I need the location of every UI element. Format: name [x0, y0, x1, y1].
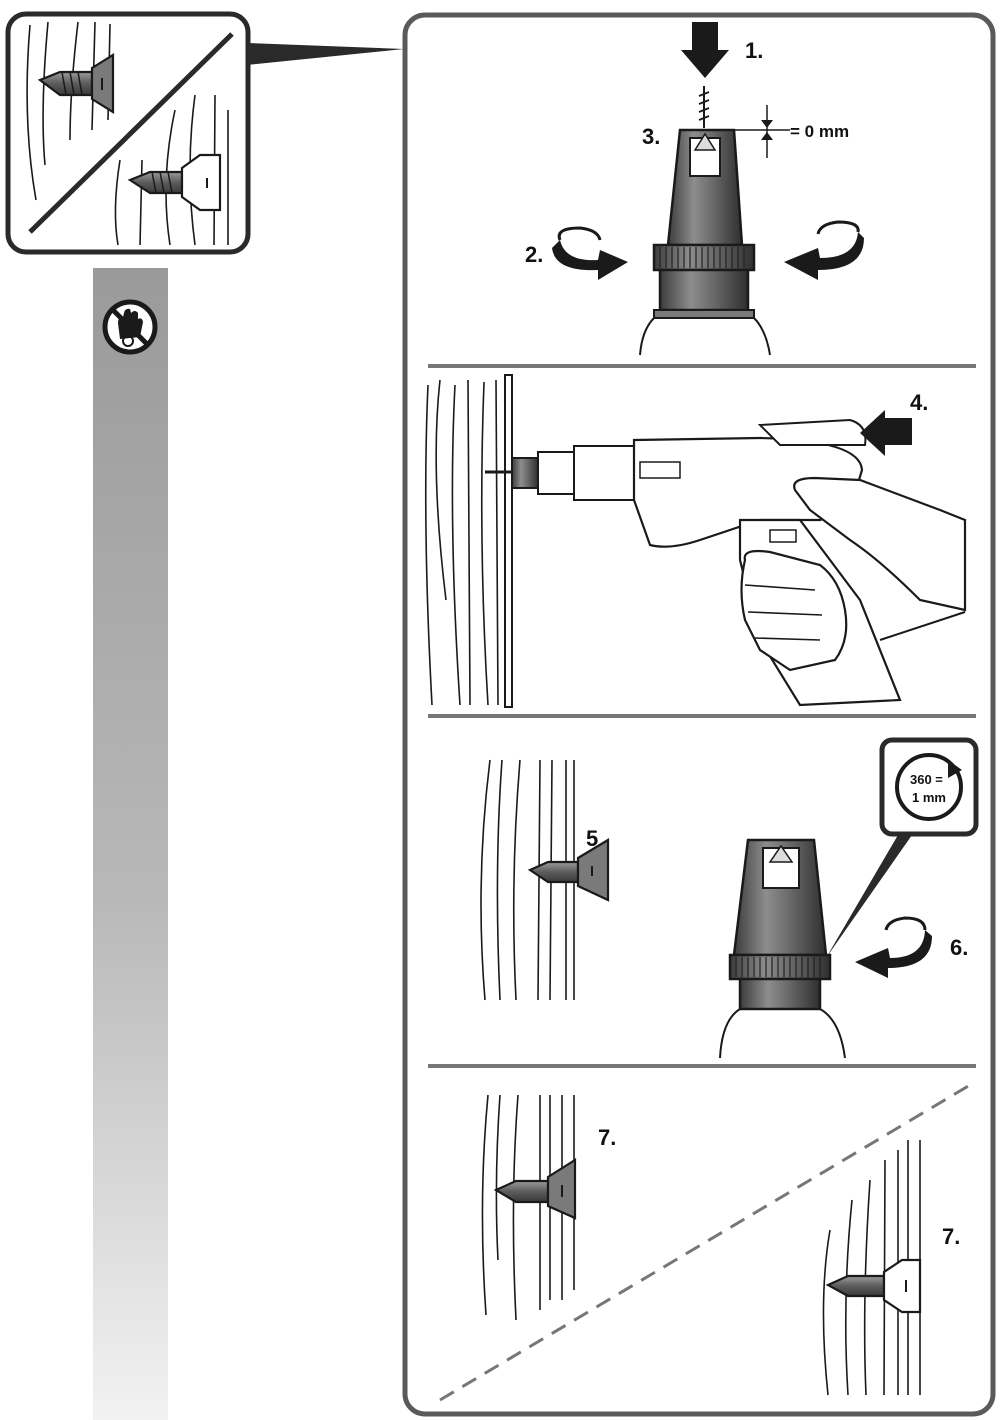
screw-protruding-icon	[825, 1258, 922, 1314]
panel-screwdriving: 4.	[424, 374, 967, 708]
result-divider-dashed	[439, 1080, 976, 1402]
panel-readjust: 5 360 = 1 mm 6.	[480, 737, 979, 1059]
rotation-line-1: 360 =	[910, 772, 943, 787]
side-gradient-strip	[93, 268, 168, 1420]
no-gloves-prohibition-icon	[102, 299, 158, 355]
inset-divider	[28, 32, 234, 234]
hand-lower	[740, 549, 848, 672]
step-5-label: 5	[586, 826, 598, 851]
screw-flush-icon	[37, 53, 115, 114]
screw-protruding-icon	[127, 153, 222, 212]
step-4-label: 4.	[910, 390, 928, 415]
panel-depth-stop: 1. = 0 mm 3. 2.	[525, 22, 864, 356]
step-7-label-protruding: 7.	[942, 1224, 960, 1249]
rotation-arrow-icon	[895, 753, 963, 821]
inset-callout-pointer	[247, 43, 404, 65]
panel-result: 7. 7.	[439, 1080, 976, 1402]
hand-upper	[793, 476, 967, 612]
screw-protruding-icon	[527, 838, 610, 902]
adjusting-ring	[728, 953, 832, 981]
drywall-screwdriver	[485, 418, 902, 707]
press-down-arrow-icon	[681, 22, 729, 78]
step-1-label: 1.	[745, 38, 763, 63]
turn-right-arrow-icon	[784, 220, 864, 280]
step-3-label: 3.	[642, 124, 660, 149]
gap-annotation: = 0 mm	[790, 122, 849, 141]
turn-left-arrow-icon	[552, 226, 628, 280]
push-arrow-icon	[860, 410, 912, 456]
adjusting-ring	[652, 243, 756, 272]
step-2-label: 2.	[525, 242, 543, 267]
main-instruction-frame	[402, 12, 996, 1417]
step-7-label-flush: 7.	[598, 1125, 616, 1150]
step-6-label: 6.	[950, 935, 968, 960]
rotation-callout-pointer	[826, 835, 912, 958]
screw-flush-icon	[493, 1158, 577, 1220]
turn-right-arrow-icon	[855, 916, 932, 978]
rotation-line-2: 1 mm	[912, 790, 946, 805]
inset-depth-comparison	[5, 11, 404, 255]
